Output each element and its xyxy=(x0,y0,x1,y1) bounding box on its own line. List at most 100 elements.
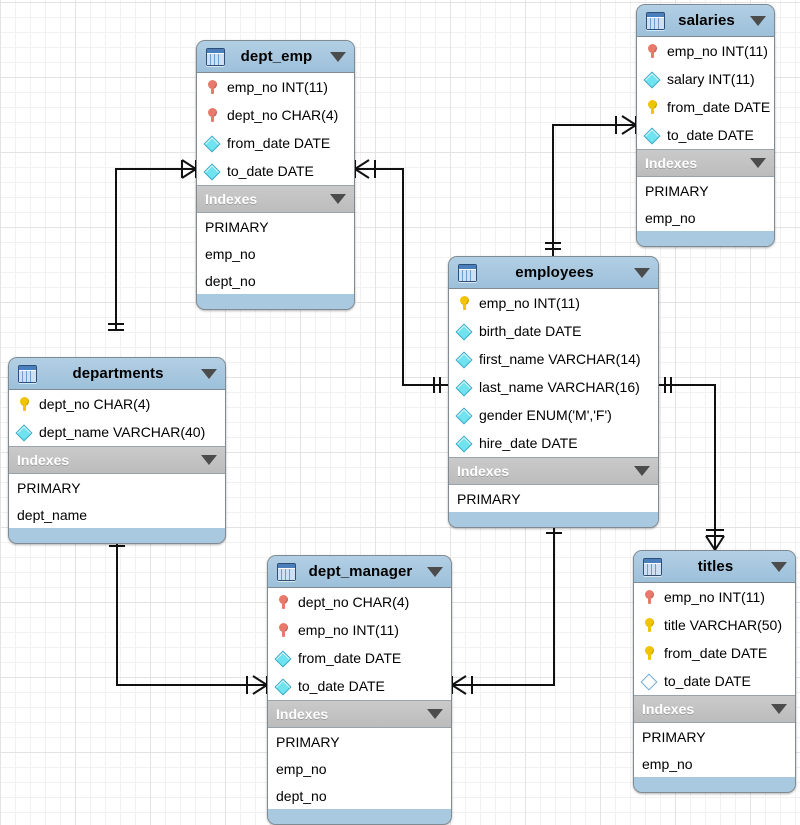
indexes-label: Indexes xyxy=(645,155,698,171)
index-row[interactable]: emp_no xyxy=(645,209,696,226)
index-row[interactable]: dept_no xyxy=(205,272,256,289)
column-row[interactable]: from_date DATE xyxy=(197,129,354,157)
index-row[interactable]: dept_no xyxy=(276,787,327,804)
indexes-section-header-salaries[interactable]: Indexes xyxy=(637,150,774,177)
chevron-down-icon[interactable] xyxy=(201,455,217,465)
indexes-list-dept_manager: PRIMARY emp_no dept_no xyxy=(268,728,451,809)
chevron-down-icon[interactable] xyxy=(634,466,650,476)
column-row[interactable]: dept_no CHAR(4) xyxy=(268,588,451,616)
yellow-key-icon xyxy=(457,295,472,311)
chevron-down-icon[interactable] xyxy=(201,368,217,379)
column-label: from_date DATE xyxy=(664,645,768,661)
table-icon xyxy=(18,364,37,383)
column-label: to_date DATE xyxy=(664,673,751,689)
column-row[interactable]: gender ENUM('M','F') xyxy=(449,401,658,429)
relationship-departments-dept_manager xyxy=(109,533,268,695)
column-row[interactable]: dept_no CHAR(4) xyxy=(9,390,225,418)
chevron-down-icon[interactable] xyxy=(427,566,443,577)
column-label: title VARCHAR(50) xyxy=(664,617,782,633)
cyan-diamond-icon xyxy=(457,351,472,367)
indexes-section-header-titles[interactable]: Indexes xyxy=(634,696,795,723)
relationship-employees-salaries xyxy=(545,115,637,256)
relationship-departments-dept_emp xyxy=(108,159,197,331)
column-row[interactable]: emp_no INT(11) xyxy=(197,73,354,101)
column-row[interactable]: emp_no INT(11) xyxy=(637,37,774,65)
chevron-down-icon[interactable] xyxy=(427,709,443,719)
cyan-diamond-icon xyxy=(457,435,472,451)
columns-list-titles: emp_no INT(11) title VARCHAR(50) from_date… xyxy=(634,583,795,696)
table-header-salaries[interactable]: salaries xyxy=(637,5,774,37)
table-header-titles[interactable]: titles xyxy=(634,551,795,583)
chevron-down-icon[interactable] xyxy=(771,704,787,714)
table-header-dept_emp[interactable]: dept_emp xyxy=(197,41,354,73)
cyan-diamond-icon xyxy=(276,650,291,666)
table-header-employees[interactable]: employees xyxy=(449,257,658,289)
index-row[interactable]: PRIMARY xyxy=(17,479,81,496)
index-row[interactable]: dept_name xyxy=(17,506,88,523)
table-icon xyxy=(206,47,225,66)
column-row[interactable]: from_date DATE xyxy=(268,644,451,672)
column-row[interactable]: dept_name VARCHAR(40) xyxy=(9,418,225,446)
index-row[interactable]: PRIMARY xyxy=(276,733,340,750)
indexes-list-salaries: PRIMARY emp_no xyxy=(637,177,774,231)
index-row[interactable]: emp_no xyxy=(642,755,693,772)
column-row[interactable]: to_date DATE xyxy=(637,121,774,149)
column-row[interactable]: emp_no INT(11) xyxy=(449,289,658,317)
index-row[interactable]: PRIMARY xyxy=(645,182,709,199)
indexes-section-header-dept_manager[interactable]: Indexes xyxy=(268,701,451,728)
index-row[interactable]: PRIMARY xyxy=(205,218,269,235)
column-label: gender ENUM('M','F') xyxy=(479,407,612,423)
indexes-section-header-dept_emp[interactable]: Indexes xyxy=(197,186,354,213)
indexes-list-dept_emp: PRIMARY emp_no dept_no xyxy=(197,213,354,294)
chevron-down-icon[interactable] xyxy=(330,194,346,204)
column-row[interactable]: from_date DATE xyxy=(637,93,774,121)
column-row[interactable]: emp_no INT(11) xyxy=(268,616,451,644)
cyan-diamond-icon xyxy=(457,379,472,395)
column-label: dept_no CHAR(4) xyxy=(39,396,151,412)
table-name: salaries xyxy=(678,12,735,29)
column-row[interactable]: birth_date DATE xyxy=(449,317,658,345)
indexes-section-header-departments[interactable]: Indexes xyxy=(9,447,225,474)
cyan-diamond-icon xyxy=(276,678,291,694)
hollow-diamond-icon xyxy=(642,673,657,689)
table-header-dept_manager[interactable]: dept_manager xyxy=(268,556,451,588)
chevron-down-icon[interactable] xyxy=(750,158,766,168)
red-key-icon xyxy=(276,622,291,638)
column-row[interactable]: from_date DATE xyxy=(634,639,795,667)
table-header-departments[interactable]: departments xyxy=(9,358,225,390)
column-row[interactable]: to_date DATE xyxy=(634,667,795,695)
table-card-employees[interactable]: employees emp_no INT(11) birth_date DATE fi… xyxy=(448,256,659,528)
column-row[interactable]: emp_no INT(11) xyxy=(634,583,795,611)
column-row[interactable]: first_name VARCHAR(14) xyxy=(449,345,658,373)
index-row[interactable]: emp_no xyxy=(276,760,327,777)
column-label: from_date DATE xyxy=(227,135,331,151)
indexes-list-employees: PRIMARY xyxy=(449,485,658,512)
column-label: emp_no INT(11) xyxy=(298,622,399,638)
column-label: emp_no INT(11) xyxy=(479,295,580,311)
yellow-key-icon xyxy=(645,99,660,115)
column-row[interactable]: to_date DATE xyxy=(197,157,354,185)
index-row[interactable]: emp_no xyxy=(205,245,256,262)
chevron-down-icon[interactable] xyxy=(771,561,787,572)
chevron-down-icon[interactable] xyxy=(750,15,766,26)
column-row[interactable]: title VARCHAR(50) xyxy=(634,611,795,639)
table-card-salaries[interactable]: salaries emp_no INT(11)salary INT(11)from… xyxy=(636,4,775,247)
indexes-label: Indexes xyxy=(457,463,510,479)
column-row[interactable]: to_date DATE xyxy=(268,672,451,700)
red-key-icon xyxy=(642,589,657,605)
column-row[interactable]: last_name VARCHAR(16) xyxy=(449,373,658,401)
chevron-down-icon[interactable] xyxy=(634,267,650,278)
index-row[interactable]: PRIMARY xyxy=(642,728,706,745)
column-row[interactable]: hire_date DATE xyxy=(449,429,658,457)
column-row[interactable]: salary INT(11) xyxy=(637,65,774,93)
column-label: birth_date DATE xyxy=(479,323,582,339)
chevron-down-icon[interactable] xyxy=(330,51,346,62)
index-row[interactable]: PRIMARY xyxy=(457,490,521,507)
indexes-section-header-employees[interactable]: Indexes xyxy=(449,458,658,485)
column-row[interactable]: dept_no CHAR(4) xyxy=(197,101,354,129)
table-card-departments[interactable]: departments dept_no CHAR(4) dept_name VARC… xyxy=(8,357,226,544)
